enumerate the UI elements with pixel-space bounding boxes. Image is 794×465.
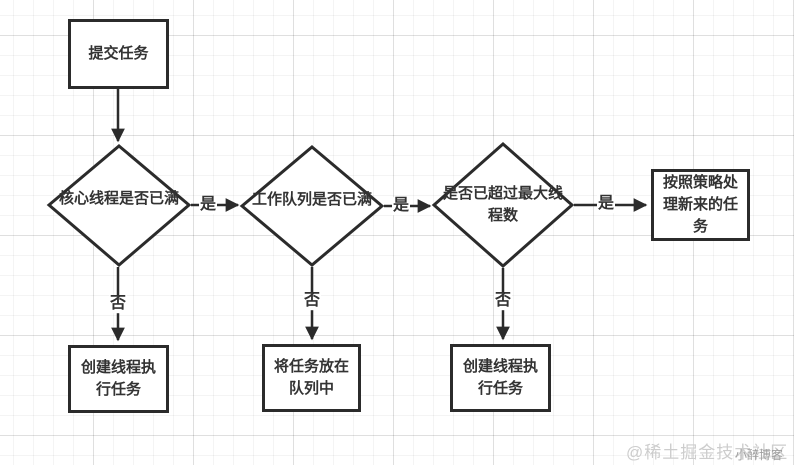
- node-create-thread-execute-2: 创建线程执行任务: [450, 344, 551, 412]
- diamond-work-queue-full-label: 工作队列是否已满: [252, 191, 373, 208]
- diamond-max-threads-exceeded: [431, 141, 575, 269]
- diamond-core-threads-full: [46, 144, 192, 267]
- edge-label-no-1: 否: [108, 295, 128, 313]
- node-handle-by-policy: 按照策略处理新来的任务: [651, 169, 750, 241]
- edge-label-yes-2: 是: [391, 197, 411, 215]
- diamond-work-queue-full: [239, 145, 385, 267]
- edge-label-yes-1: 是: [198, 196, 218, 214]
- edge-label-yes-3: 是: [596, 195, 616, 213]
- diamond-max-threads-exceeded-label: 是否已超过最大线程数: [443, 185, 564, 224]
- node-put-task-in-queue: 将任务放在队列中: [262, 344, 361, 412]
- diamond-core-threads-full-label: 核心线程是否已满: [59, 190, 180, 207]
- node-create-thread-execute-1: 创建线程执行任务: [68, 345, 169, 413]
- edge-label-no-2: 否: [302, 292, 322, 310]
- watermark-author: 小醉博客: [735, 448, 784, 462]
- watermark-community: @稀土掘金技术社区: [626, 443, 789, 462]
- edge-label-no-3: 否: [493, 292, 513, 310]
- node-submit-task: 提交任务: [68, 19, 169, 89]
